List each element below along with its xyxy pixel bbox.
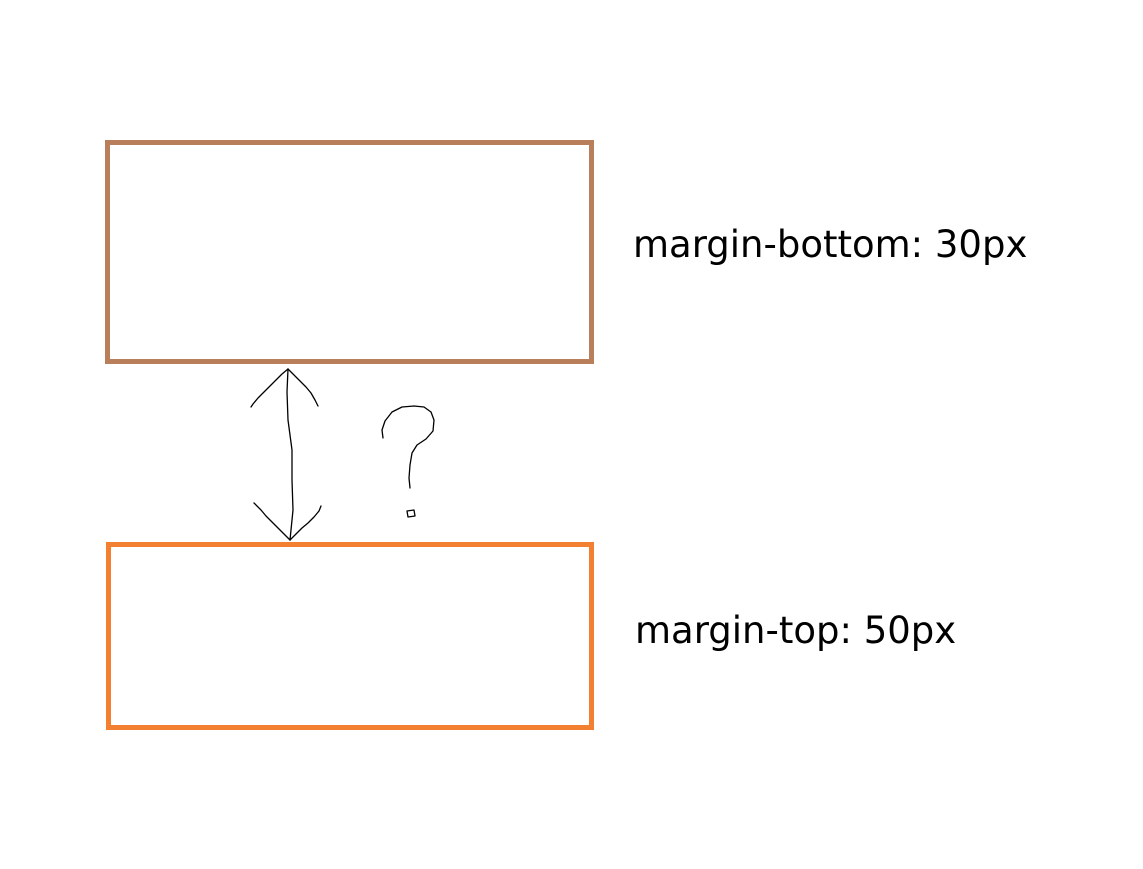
upper-box [105,140,594,364]
upper-box-margin-label: margin-bottom: 30px [633,223,1028,266]
lower-box-margin-label: margin-top: 50px [635,609,957,652]
lower-box [106,542,594,730]
double-headed-vertical-arrow-icon [250,368,322,541]
question-mark-icon [381,405,435,518]
